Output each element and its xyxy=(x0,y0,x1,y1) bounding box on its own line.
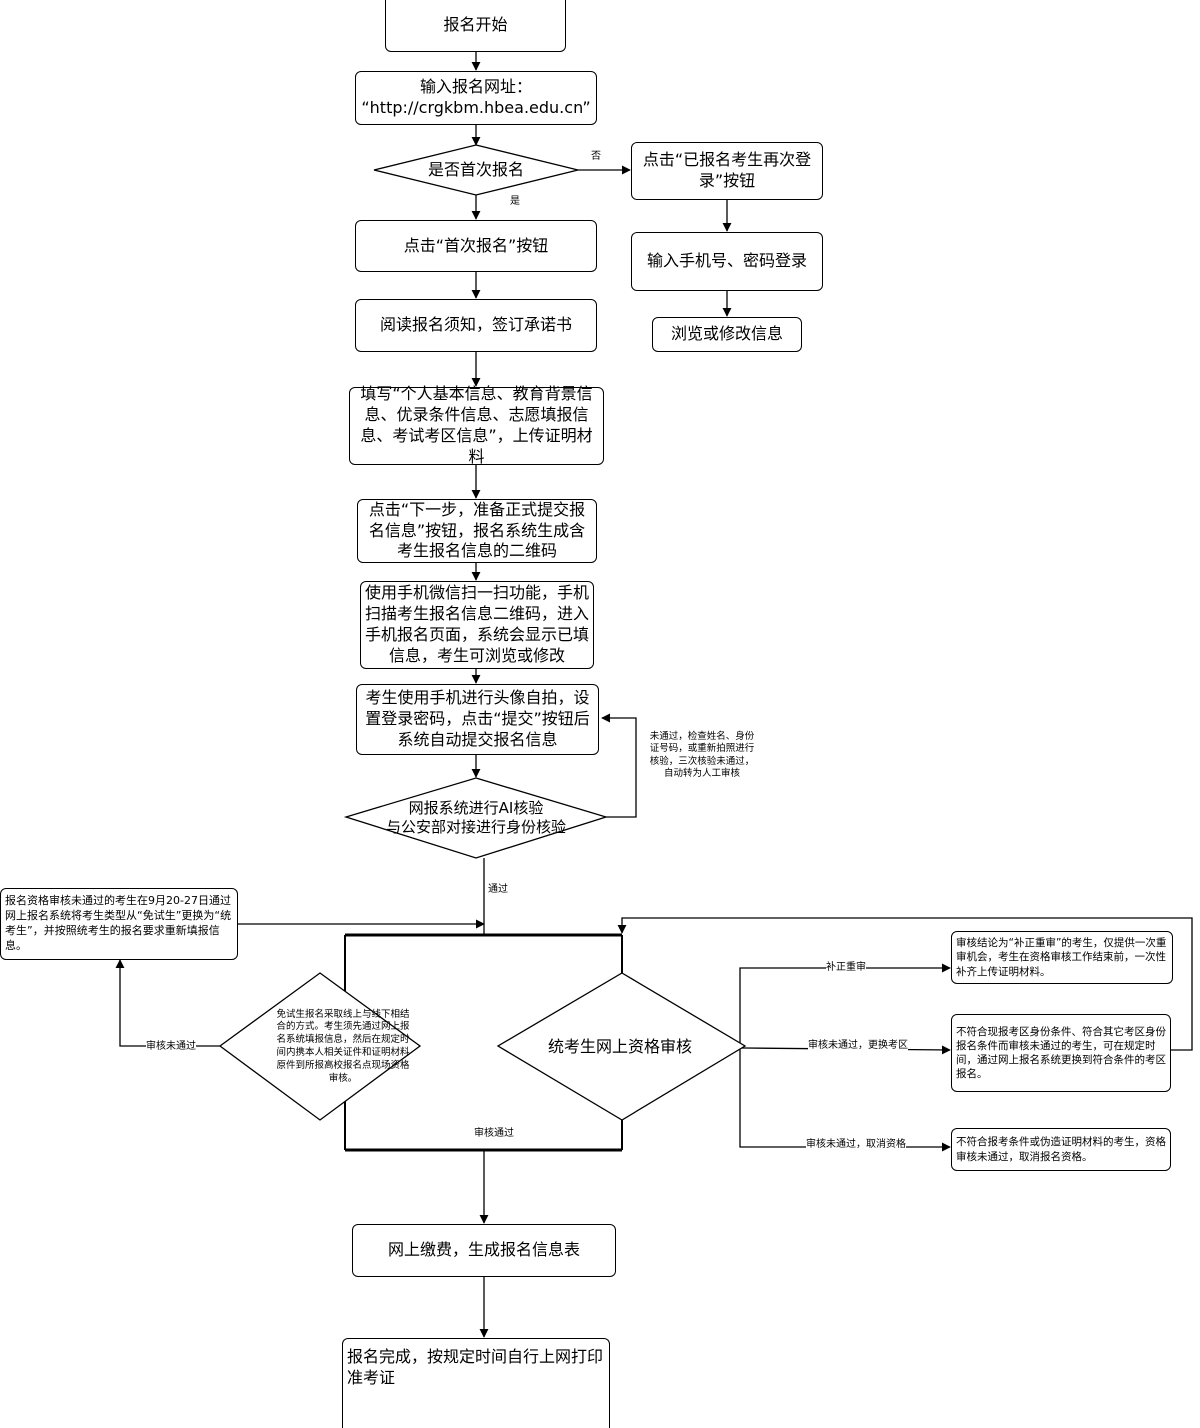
label-supplement: 补正重审 xyxy=(826,962,866,974)
label-no: 否 xyxy=(591,151,601,163)
edge-ai-fail-loop xyxy=(601,713,637,818)
node-enter-url: 输入报名网址： “http://crgkbm.hbea.edu.cn” xyxy=(355,71,597,125)
node-supplement-note: 审核结论为“补正重审”的考生，仅提供一次重审机会，考生在资格审核工作结束前，一次… xyxy=(951,931,1173,984)
edge-change-loop xyxy=(617,917,1193,1051)
node-fill-info: 填写“个人基本信息、教育背景信息、优录条件信息、志愿填报信息、考试考区信息”，上… xyxy=(349,384,604,466)
node-cancel-note: 不符合报考条件或伪造证明材料的考生，资格审核未通过，取消报名资格。 xyxy=(951,1128,1171,1171)
node-next-step: 点击“下一步，准备正式提交报名信息”按钮，报名系统生成含考生报名信息的二维码 xyxy=(357,499,597,563)
node-start: 报名开始 xyxy=(385,0,566,52)
node-photo-submit: 考生使用手机进行头像自拍，设置登录密码，点击“提交”按钮后系统自动提交报名信息 xyxy=(356,684,599,755)
node-pay: 网上缴费，生成报名信息表 xyxy=(352,1224,616,1277)
edge-supp xyxy=(739,963,951,973)
node-browse-modify: 浏览或修改信息 xyxy=(652,317,802,352)
label-change-area: 审核未通过，更换考区 xyxy=(808,1040,908,1052)
decision-ai-check xyxy=(343,777,609,859)
label-review-pass: 审核通过 xyxy=(474,1128,514,1140)
node-wechat-scan: 使用手机微信扫一扫功能，手机扫描考生报名信息二维码，进入手机报名页面，系统会显示… xyxy=(360,581,594,669)
node-relogin-button: 点击“已报名考生再次登录”按钮 xyxy=(631,142,823,200)
decision-first-signup xyxy=(373,144,579,196)
node-change-area-note: 不符合现报考区身份条件、符合其它考区身份报名条件而审核未通过的考生，可在规定时间… xyxy=(951,1014,1171,1092)
decision-exempt-review xyxy=(218,972,422,1121)
label-ai-fail-retry: 未通过，检查姓名、身份证号码，或重新拍照进行核验，三次核验未通过，自动转为人工审… xyxy=(649,731,755,780)
node-phone-login: 输入手机号、密码登录 xyxy=(631,232,823,291)
label-exempt-fail: 审核未通过 xyxy=(146,1041,196,1053)
edge-exempt-fail xyxy=(115,959,220,1047)
node-exempt-fail-note: 报名资格审核未通过的考生在9月20-27日通过网上报名系统将考生类型从“免试生”… xyxy=(0,888,238,960)
node-done: 报名完成，按规定时间自行上网打印准考证 xyxy=(342,1338,610,1428)
node-first-signup-button: 点击“首次报名”按钮 xyxy=(355,220,597,272)
label-cancel: 审核未通过，取消资格 xyxy=(806,1139,906,1151)
node-read-notice: 阅读报名须知，签订承诺书 xyxy=(355,299,597,352)
label-yes: 是 xyxy=(510,196,520,208)
decision-unified-review xyxy=(496,972,747,1121)
label-ai-pass: 通过 xyxy=(488,884,508,896)
